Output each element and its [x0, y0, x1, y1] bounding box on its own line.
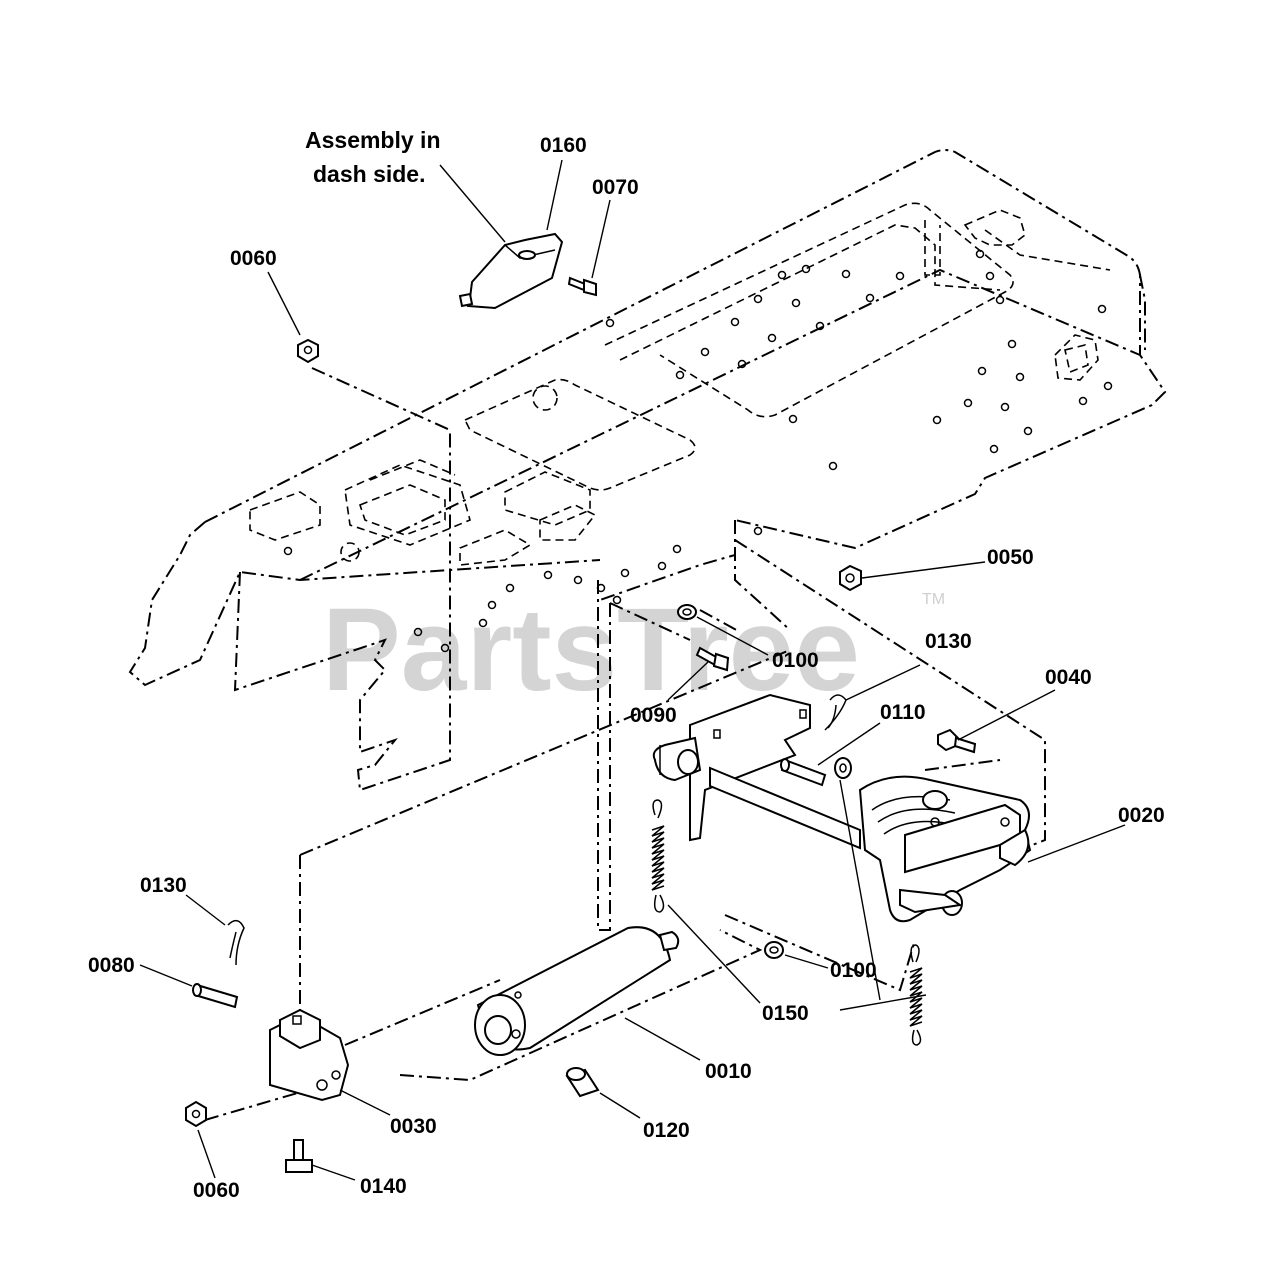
spring-0150-left: [651, 799, 665, 913]
callout-0100-lower: 0100: [830, 959, 877, 982]
pivot-bracket: [652, 693, 861, 850]
bolt-0090: [695, 646, 730, 672]
clip-0130-left: [227, 919, 245, 966]
callout-0060-bottom: 0060: [193, 1179, 240, 1202]
callout-0110: 0110: [880, 701, 926, 724]
nut-0060-bottom: [185, 1100, 207, 1128]
nut-0050: [839, 564, 862, 592]
frame-holes: [283, 249, 1113, 653]
callout-0010: 0010: [705, 1060, 752, 1083]
note-line-2: dash side.: [313, 161, 425, 187]
pin-0110: [780, 758, 827, 787]
damper-cylinder-0010: [474, 926, 680, 1056]
callout-0100-upper: 0100: [772, 649, 819, 672]
callout-0120: 0120: [643, 1119, 690, 1142]
callout-0050: 0050: [987, 546, 1034, 569]
callout-labels: Assembly in dash side. 0160 0070 0060 00…: [88, 127, 1165, 1202]
callout-0040: 0040: [1045, 666, 1092, 689]
washer-0100-right: [834, 757, 852, 779]
callout-0060-top: 0060: [230, 247, 277, 270]
lever-assembly-0020: [858, 775, 1032, 923]
spacer-0120: [565, 1067, 600, 1098]
callout-0030: 0030: [390, 1115, 437, 1138]
washer-0100-lower: [764, 941, 784, 959]
callout-0020: 0020: [1118, 804, 1165, 827]
note-line-1: Assembly in: [305, 127, 441, 153]
dash-bracket-0160: [458, 232, 564, 310]
callout-0130-right: 0130: [925, 630, 972, 653]
pin-0080: [192, 983, 239, 1009]
callout-0130-left: 0130: [140, 874, 187, 897]
leader-lines: [139, 159, 1126, 1181]
callout-0140: 0140: [360, 1175, 407, 1198]
callout-0080: 0080: [88, 954, 135, 977]
spring-0150-right: [909, 944, 923, 1046]
callout-0090: 0090: [630, 704, 677, 727]
bolt-0070: [567, 276, 597, 297]
callout-0160: 0160: [540, 134, 587, 157]
callout-0070: 0070: [592, 176, 639, 199]
mount-block-0030: [269, 1008, 350, 1102]
assembly-lines: [204, 367, 1046, 1121]
bolt-0140: [285, 1139, 313, 1173]
nut-0060-top: [297, 338, 319, 364]
tractor-frame: [128, 149, 1167, 931]
watermark: PartsTree: [322, 584, 860, 716]
watermark-trademark: TM: [922, 591, 945, 608]
callout-0150: 0150: [762, 1002, 809, 1025]
bolt-0040: [937, 728, 977, 754]
washer-0100-upper: [677, 604, 697, 620]
